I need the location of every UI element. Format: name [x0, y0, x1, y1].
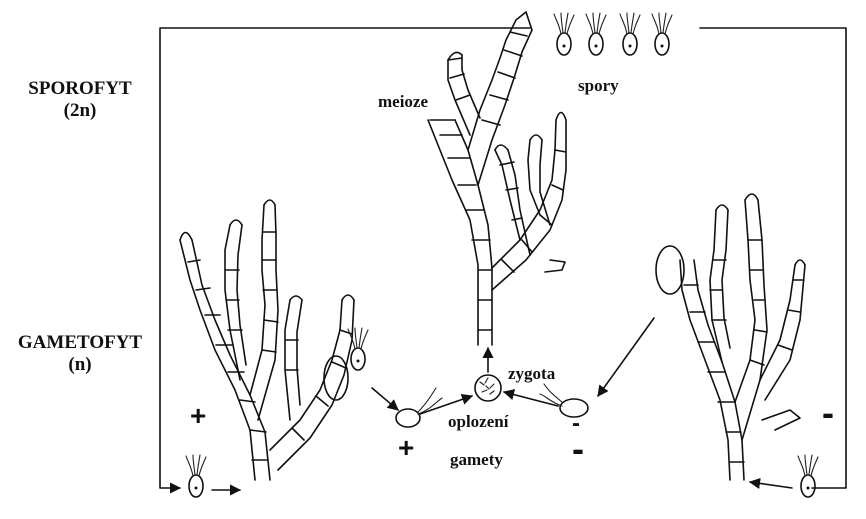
gametophyte-plus	[180, 200, 354, 480]
oplozeni-label: oplození	[448, 412, 508, 432]
gametophyte-title: GAMETOFYT	[4, 332, 156, 354]
meioze-label: meioze	[378, 92, 428, 112]
plus-sign-left: +	[190, 400, 206, 432]
spore-bottom-left	[186, 455, 206, 497]
zygota-label: zygota	[508, 364, 555, 384]
minus-sign-right: -	[822, 392, 834, 434]
gametophyte-ploidy: (n)	[4, 354, 156, 376]
sporophyte-ploidy: (2n)	[10, 100, 150, 122]
zygote	[475, 375, 501, 401]
gamete-minus	[540, 384, 588, 417]
sporophyte-title: SPOROFYT	[10, 78, 150, 100]
spore-bottom-right	[798, 455, 818, 497]
gametophyte-label: GAMETOFYT (n)	[4, 332, 156, 376]
spory-label: spory	[578, 76, 619, 96]
gametophyte-minus	[656, 194, 805, 480]
spores-group	[554, 13, 672, 55]
gamete-plus	[396, 388, 442, 427]
minus-sign-center-large: -	[572, 428, 584, 470]
gamety-label: gamety	[450, 450, 503, 470]
sporophyte-label: SPOROFYT (2n)	[10, 78, 150, 122]
plus-sign-center: +	[398, 432, 414, 464]
sporophyte-thallus	[428, 12, 566, 345]
